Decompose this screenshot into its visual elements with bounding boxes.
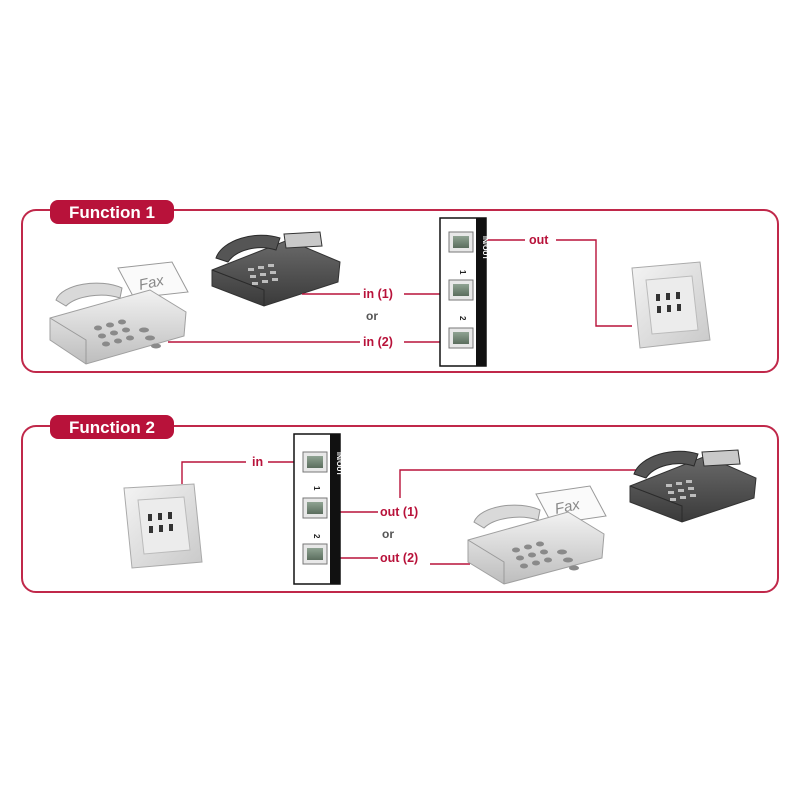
wall-socket-icon <box>631 261 711 349</box>
port1-label: 1 <box>312 486 321 491</box>
wall-socket-icon <box>123 483 203 569</box>
label-in1: in (1) <box>363 287 393 301</box>
fax-machine-icon: Fax <box>49 261 189 365</box>
device-side-label: IN/OUT <box>335 452 342 476</box>
function2-title-badge <box>50 415 174 439</box>
label-out: out <box>529 233 549 247</box>
function2-title: Function 2 <box>69 418 155 437</box>
fax-machine-icon: Fax <box>467 485 607 585</box>
rj-jack-2 <box>302 543 328 565</box>
function1-panel: Function 1 Fax <box>21 200 779 373</box>
wire-out1 <box>399 469 636 498</box>
label-or: or <box>382 527 394 541</box>
fax-paper-label: Fax <box>553 496 581 518</box>
rj-jack-inout <box>302 451 328 473</box>
device-side-label: IN/OUT <box>481 236 488 260</box>
port2-label: 2 <box>458 316 467 321</box>
wire-in <box>181 461 246 484</box>
port1-label: 1 <box>458 270 467 275</box>
function1-title: Function 1 <box>69 203 155 222</box>
desk-phone-icon <box>629 449 757 523</box>
label-out2: out (2) <box>380 551 418 565</box>
rj-jack-1 <box>302 497 328 519</box>
splitter-device: IN/OUT 1 2 <box>293 433 342 585</box>
fax-paper-label: Fax <box>137 272 165 294</box>
label-in2: in (2) <box>363 335 393 349</box>
wire-out <box>556 239 632 327</box>
desk-phone-icon <box>211 231 341 307</box>
rj-jack-1 <box>448 279 474 301</box>
label-out1: out (1) <box>380 505 418 519</box>
port2-label: 2 <box>312 534 321 539</box>
label-or: or <box>366 309 378 323</box>
function1-title-badge <box>50 200 174 224</box>
label-in: in <box>252 455 263 469</box>
function2-panel: Function 2 in out (1) or out (2) IN/OUT <box>21 415 779 593</box>
rj-jack-2 <box>448 327 474 349</box>
splitter-device: IN/OUT 1 2 <box>439 217 488 367</box>
rj-jack-inout <box>448 231 474 253</box>
